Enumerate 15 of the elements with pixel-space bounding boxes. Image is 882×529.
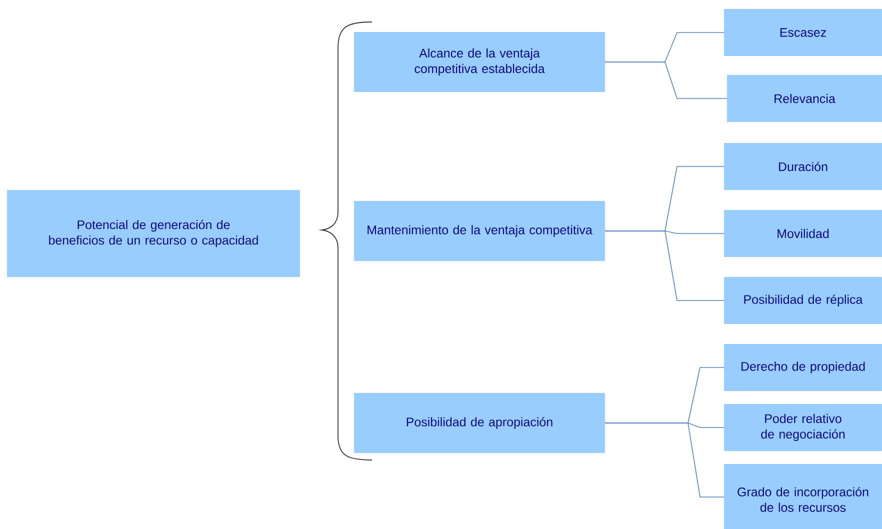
connector-line — [604, 230, 724, 301]
category-box: Mantenimiento de la ventaja competitiva — [354, 201, 605, 261]
connector-line — [604, 62, 728, 99]
factor-box: Escasez — [724, 9, 882, 56]
category-box: Alcance de la ventaja competitiva establecida — [354, 32, 605, 92]
category-box: Posibilidad de apropiación — [354, 393, 605, 453]
factor-box: Movilidad — [724, 210, 882, 257]
factor-box: Relevancia — [727, 75, 882, 122]
factor-box: Derecho de propiedad — [724, 344, 882, 391]
factor-box: Posibilidad de réplica — [724, 277, 882, 324]
concept-box: Potencial de generación de beneficios de un recurso o capacidad — [7, 190, 300, 277]
connector-line — [604, 422, 724, 498]
factor-box: Grado de incorporación de los recursos — [724, 464, 882, 529]
factor-box: Duración — [724, 143, 882, 190]
factor-box: Poder relativo de negociación — [724, 404, 882, 451]
